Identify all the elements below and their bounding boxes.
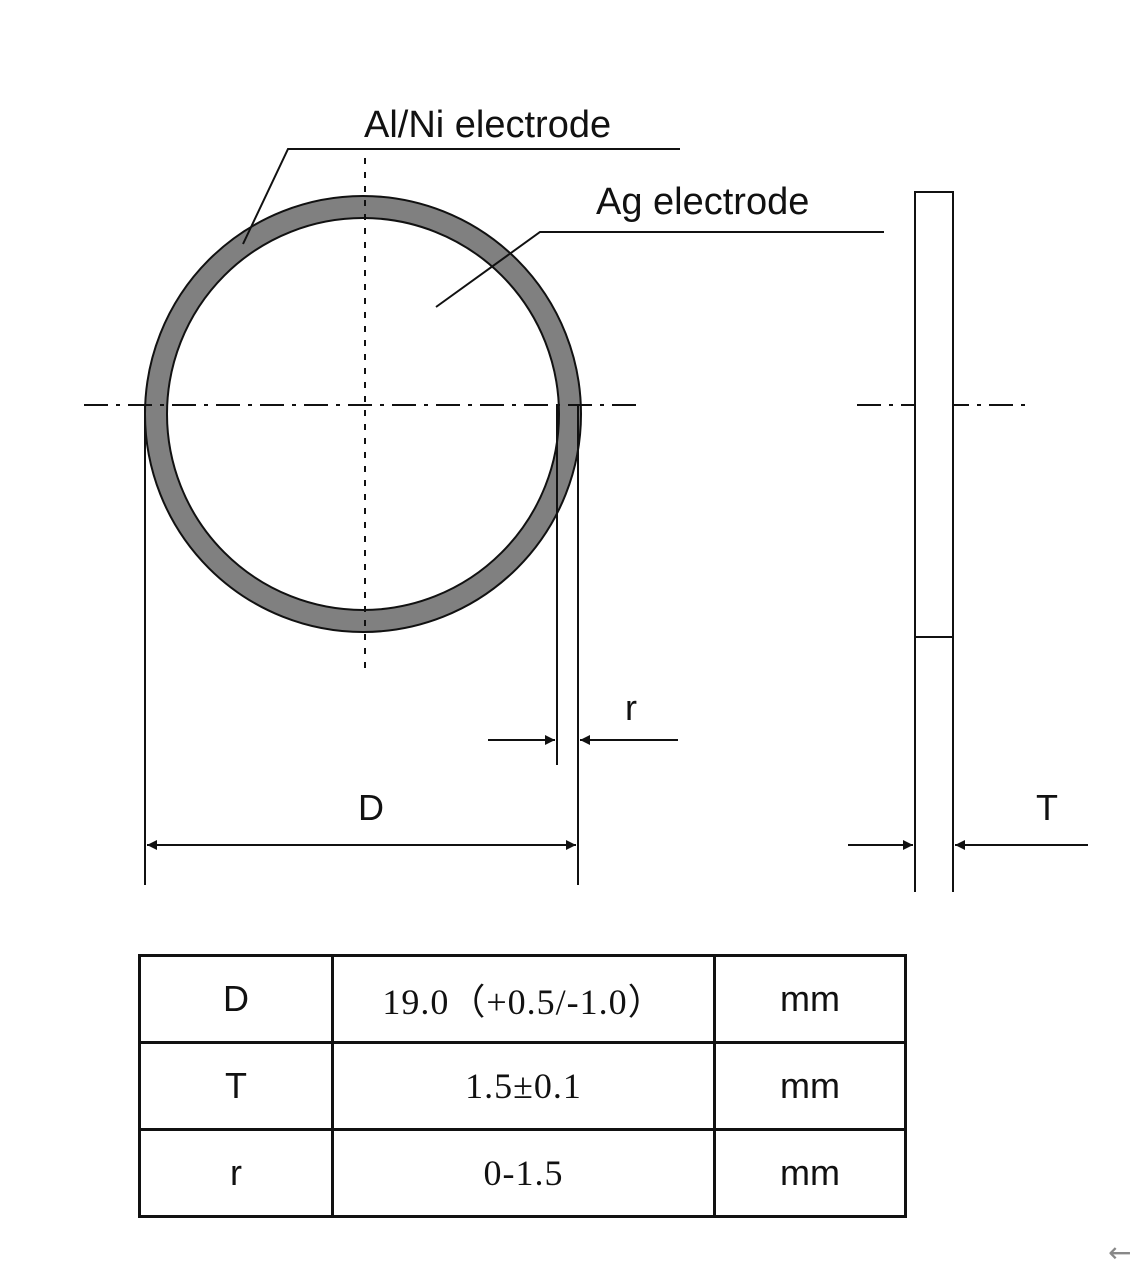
param-cell: r (138, 1128, 334, 1218)
value-cell: 1.5±0.1 (331, 1041, 716, 1131)
ag-leader (435, 231, 884, 308)
ag-label: Ag electrode (596, 181, 809, 223)
spec-table: D 19.0（+0.5/-1.0） mm T 1.5±0.1 mm r 0-1.… (138, 954, 907, 1218)
t-label: T (1036, 787, 1058, 828)
side-view-body (914, 191, 954, 638)
al-ni-leader (242, 148, 680, 245)
d-label: D (358, 787, 384, 828)
unit-cell: mm (713, 1128, 907, 1218)
value-cell: 0-1.5 (331, 1128, 716, 1218)
value-cell: 19.0（+0.5/-1.0） (331, 954, 716, 1044)
al-ni-label: Al/Ni electrode (364, 104, 611, 146)
param-cell: D (138, 954, 334, 1044)
arrow-left-icon[interactable]: ← (1108, 1236, 1132, 1269)
ag-electrode-area (166, 217, 560, 611)
table-row: r 0-1.5 mm (138, 1128, 907, 1218)
table-row: D 19.0（+0.5/-1.0） mm (138, 954, 907, 1044)
param-cell: T (138, 1041, 334, 1131)
unit-cell: mm (713, 1041, 907, 1131)
unit-cell: mm (713, 954, 907, 1044)
table-row: T 1.5±0.1 mm (138, 1041, 907, 1131)
r-label: r (625, 687, 637, 728)
al-ni-ring (145, 196, 581, 632)
